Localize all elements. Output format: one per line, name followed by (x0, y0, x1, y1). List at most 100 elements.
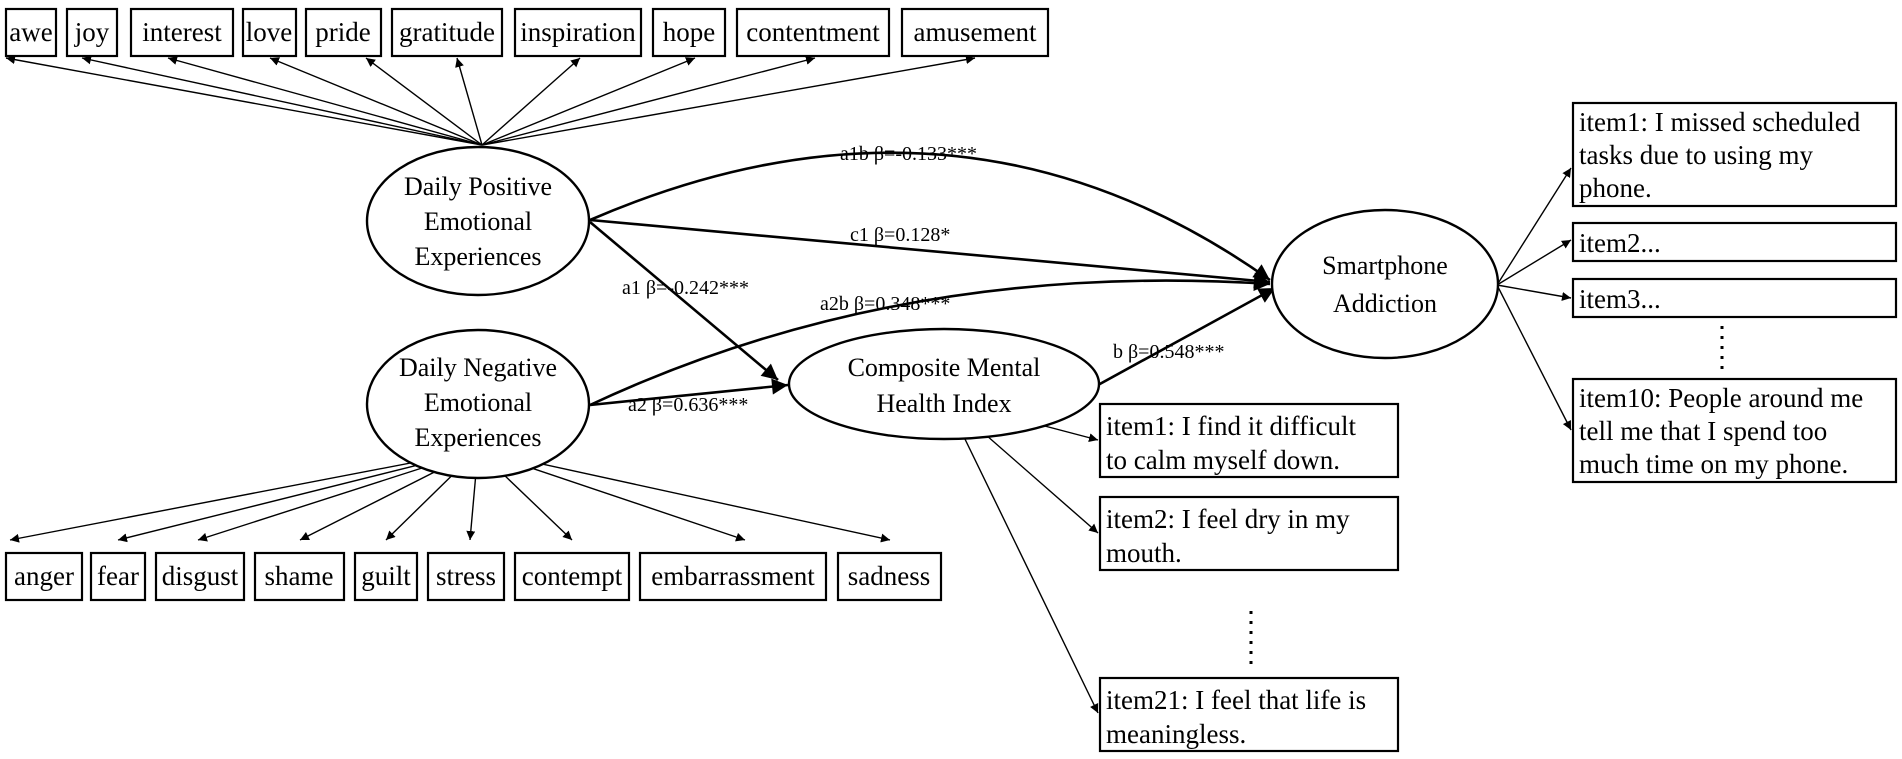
addiction-items: item1: I missed scheduled tasks due to u… (1571, 101, 1898, 484)
svg-text:much time on my phone.: much time on my phone. (1579, 449, 1848, 479)
mental-item1: item1: I find it difficult to calm mysel… (1098, 402, 1400, 479)
arrow-to-addiction-item2 (1496, 239, 1572, 286)
svg-text:contempt: contempt (522, 561, 623, 591)
arrow-to-contentment (481, 55, 816, 146)
indicator-disgust: disgust (154, 551, 246, 602)
path-a1 (589, 221, 779, 381)
positive-indicator-arrows (5, 55, 976, 146)
indicator-sadness: sadness (836, 551, 943, 602)
svg-text:disgust: disgust (162, 561, 239, 591)
svg-text:contentment: contentment (746, 17, 880, 47)
indicator-awe: awe (4, 7, 58, 58)
mental-item21: item21: I feel that life is meaningless. (1098, 676, 1400, 753)
svg-text:meaningless.: meaningless. (1106, 719, 1246, 749)
addiction-item2: item2... (1571, 221, 1898, 263)
indicator-joy: joy (65, 7, 119, 58)
label-a2b: a2b β=0.348*** (820, 293, 950, 315)
latent-negative-line2: Emotional (424, 388, 532, 417)
arrow-to-hope (481, 57, 696, 146)
arrow-to-interest (167, 56, 483, 146)
svg-text:inspiration: inspiration (520, 17, 636, 47)
svg-text:joy: joy (74, 17, 110, 47)
svg-text:item2: I feel dry in my: item2: I feel dry in my (1106, 504, 1350, 534)
indicator-guilt: guilt (353, 551, 419, 602)
addiction-item1: item1: I missed scheduled tasks due to u… (1571, 101, 1898, 208)
addiction-indicator-arrows (1496, 167, 1572, 431)
mental-item2: item2: I feel dry in my mouth. (1098, 495, 1400, 572)
indicator-shame: shame (253, 551, 346, 602)
path-b (1097, 286, 1276, 387)
svg-text:item1: I missed scheduled: item1: I missed scheduled (1579, 107, 1861, 137)
svg-text:embarrassment: embarrassment (651, 561, 815, 591)
arrow-to-gratitude (455, 57, 483, 146)
indicator-hope: hope (651, 7, 727, 58)
path-labels: a1b β=-0.133*** c1 β=0.128* a1 β=-0.242*… (622, 143, 1224, 416)
indicator-stress: stress (426, 551, 506, 602)
addiction-item3: item3... (1571, 277, 1898, 319)
svg-text:mouth.: mouth. (1106, 538, 1182, 568)
indicator-gratitude: gratitude (390, 7, 504, 58)
latent-positive-line2: Emotional (424, 207, 532, 236)
path-a2b (589, 274, 1271, 407)
indicator-fear: fear (89, 551, 147, 602)
svg-text:shame: shame (265, 561, 334, 591)
svg-text:anger: anger (14, 561, 74, 591)
latent-positive-line3: Experiences (414, 242, 541, 271)
negative-items: anger fear disgust shame guilt stress co… (4, 551, 943, 602)
latent-mental-line2: Health Index (876, 389, 1011, 418)
svg-text:amusement: amusement (914, 17, 1037, 47)
addiction-item10: item10: People around me tell me that I … (1571, 377, 1898, 484)
indicator-pride: pride (304, 7, 383, 58)
latent-positive: Daily Positive Emotional Experiences (365, 145, 591, 297)
svg-text:phone.: phone. (1579, 173, 1652, 203)
latent-addiction-line1: Smartphone (1322, 251, 1448, 280)
svg-text:gratitude: gratitude (399, 17, 495, 47)
mental-items: item1: I find it difficult to calm mysel… (1098, 402, 1400, 753)
svg-text:sadness: sadness (848, 561, 931, 591)
svg-text:interest: interest (142, 17, 222, 47)
indicator-amusement: amusement (900, 7, 1050, 58)
arrow-to-inspiration (481, 57, 581, 146)
latent-addiction: Smartphone Addiction (1270, 208, 1500, 360)
arrow-to-addiction-item1 (1496, 167, 1572, 286)
arrow-to-sadness (477, 449, 891, 543)
svg-text:item21: I feel that life is: item21: I feel that life is (1106, 685, 1366, 715)
svg-text:awe: awe (9, 17, 52, 47)
label-a1b: a1b β=-0.133*** (840, 143, 977, 165)
structural-paths (589, 151, 1276, 407)
path-c1 (589, 218, 1271, 289)
svg-text:hope: hope (663, 17, 716, 47)
arrow-to-pride (365, 57, 483, 146)
svg-text:guilt: guilt (361, 561, 411, 591)
indicator-contempt: contempt (513, 551, 631, 602)
latent-negative-line1: Daily Negative (399, 353, 557, 382)
label-b: b β=0.548*** (1113, 341, 1224, 363)
indicator-contentment: contentment (735, 7, 891, 58)
svg-text:tasks due to using my: tasks due to using my (1579, 140, 1813, 170)
svg-text:item3...: item3... (1579, 284, 1661, 314)
arrow-to-joy (81, 55, 483, 146)
svg-text:stress: stress (436, 561, 496, 591)
svg-text:item2...: item2... (1579, 228, 1661, 258)
indicator-anger: anger (4, 551, 84, 602)
label-c1: c1 β=0.128* (850, 224, 950, 246)
latent-positive-line1: Daily Positive (404, 172, 552, 201)
svg-text:to calm myself down.: to calm myself down. (1106, 445, 1340, 475)
positive-items: awe joy interest love pride gratitude in… (4, 7, 1050, 58)
indicator-inspiration: inspiration (513, 7, 643, 58)
mental-indicator-arrows (945, 399, 1099, 714)
arrow-to-amusement (481, 55, 976, 146)
indicator-love: love (241, 7, 298, 58)
latent-negative: Daily Negative Emotional Experiences (365, 328, 591, 480)
arrow-to-addiction-item3 (1496, 284, 1572, 301)
label-a1: a1 β=-0.242*** (622, 277, 749, 299)
arrow-to-awe (5, 55, 483, 146)
svg-text:fear: fear (97, 561, 139, 591)
svg-text:pride: pride (315, 17, 370, 47)
path-a1b (589, 151, 1271, 282)
svg-text:tell me that I spend too: tell me that I spend too (1579, 416, 1827, 446)
latent-mental: Composite Mental Health Index (787, 327, 1101, 441)
svg-text:item1: I find it difficult: item1: I find it difficult (1106, 411, 1356, 441)
label-a2: a2 β=0.636*** (628, 394, 748, 416)
